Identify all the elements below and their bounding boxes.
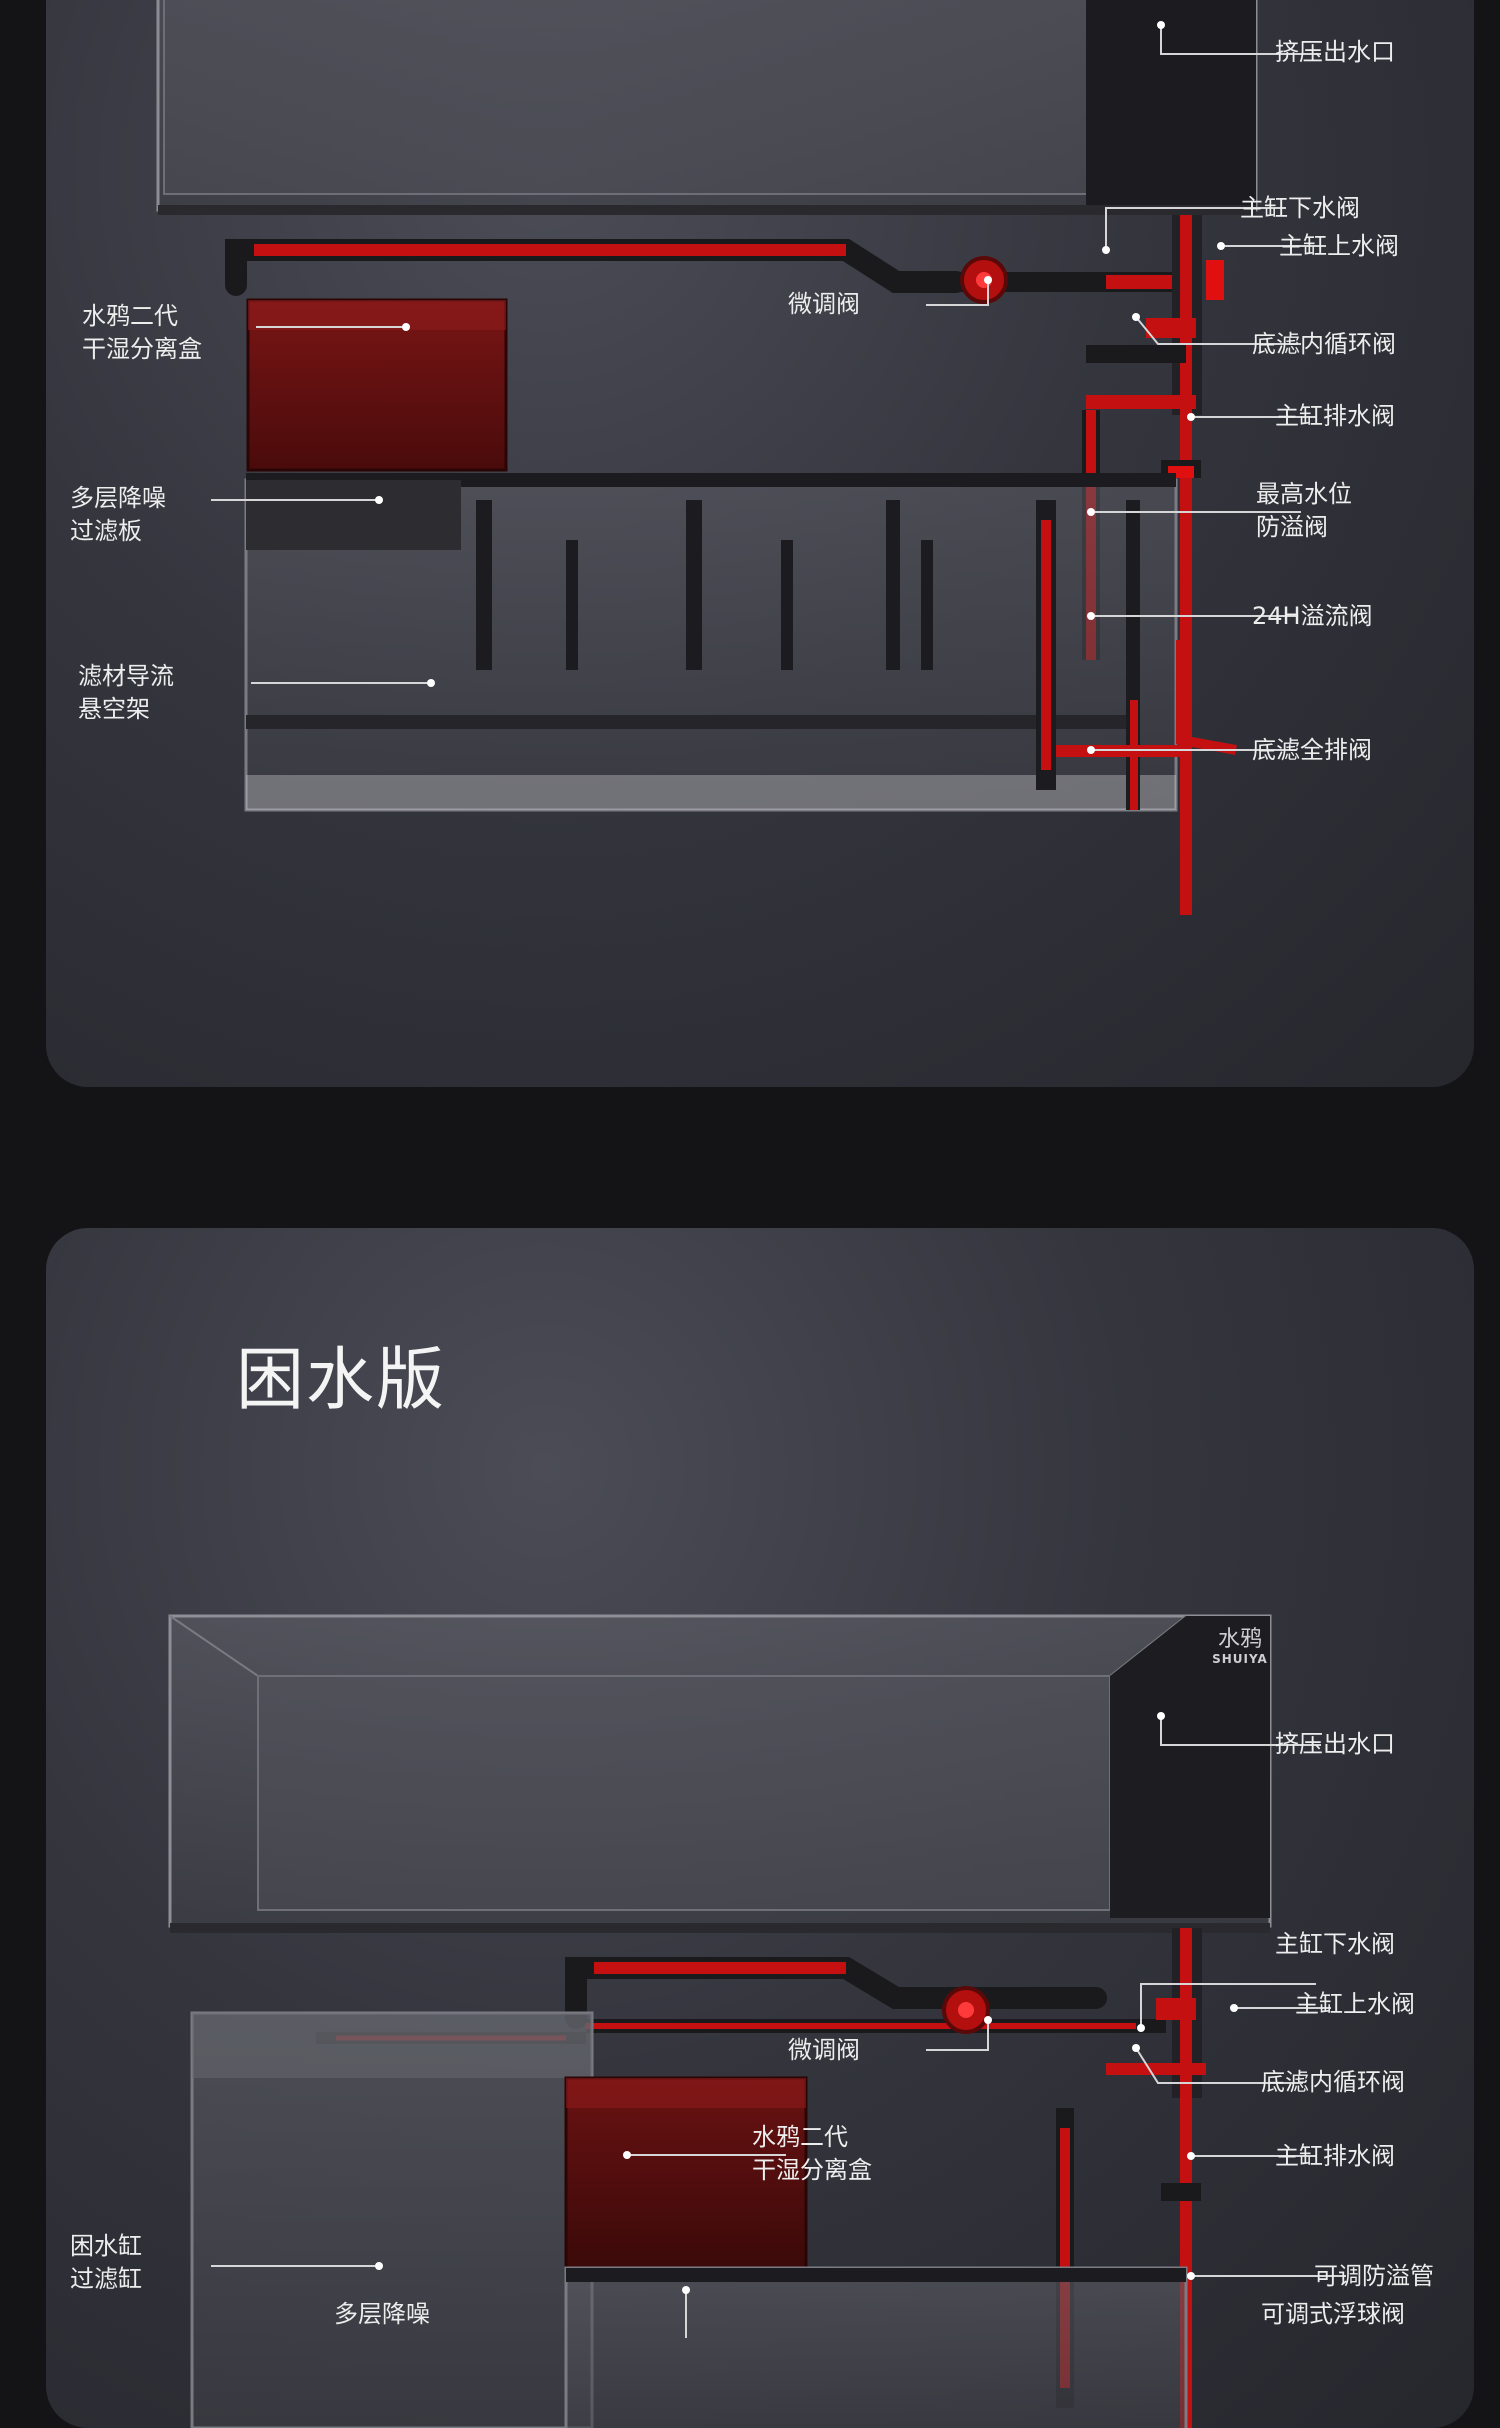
- brand-logo: 水鸦 SHUIYA: [1204, 1627, 1276, 1667]
- label-full-drain-valve: 底滤全排阀: [1252, 736, 1372, 764]
- brand-logo-cn: 水鸦: [1217, 1627, 1262, 1652]
- diagram-panel-trap-version: 困水版: [46, 1228, 1474, 2428]
- trap-tank: [190, 2011, 594, 2428]
- label-filter-board: 多层降噪: [334, 2300, 430, 2328]
- label-filter-board: 多层降噪 过滤板: [70, 484, 166, 545]
- label-float-valve: 可调式浮球阀: [1261, 2300, 1405, 2328]
- leader-lines: [211, 1716, 1346, 2338]
- leader-lines: [211, 25, 1326, 751]
- label-inner-cycle-valve: 底滤内循环阀: [1261, 2068, 1405, 2096]
- label-inner-cycle-valve: 底滤内循环阀: [1252, 330, 1396, 358]
- main-tank: [156, 0, 1258, 215]
- standard-diagram-illustration: [156, 0, 1326, 915]
- label-dry-wet-box: 水鸦二代 干湿分离盒: [752, 2123, 872, 2184]
- label-main-up-valve: 主缸上水阀: [1295, 1990, 1415, 2018]
- label-outlet: 挤压出水口: [1275, 38, 1395, 66]
- leader-dots: [375, 1712, 1238, 2294]
- fine-valve-shape: [942, 1986, 990, 2034]
- sump-tank: [244, 473, 1237, 812]
- label-anti-overflow-pipe: 可调防溢管: [1314, 2262, 1434, 2290]
- return-pipe: [225, 239, 1196, 296]
- label-overflow-24h: 24H溢流阀: [1252, 602, 1373, 630]
- label-main-drain-valve: 主缸排水阀: [1275, 2142, 1395, 2170]
- label-media-rack: 滤材导流 悬空架: [78, 662, 174, 723]
- label-fine-valve: 微调阀: [788, 290, 860, 318]
- label-outlet: 挤压出水口: [1275, 1730, 1395, 1758]
- diagram-panel-standard: 挤压出水口 主缸下水阀 主缸上水阀 微调阀 水鸦二代 干湿分离盒 底滤内循环阀 …: [46, 0, 1474, 1087]
- dry-wet-box: [246, 298, 508, 472]
- label-trap-tank: 困水缸 过滤缸: [70, 2232, 142, 2293]
- label-main-down-valve: 主缸下水阀: [1275, 1930, 1395, 1958]
- label-main-drain-valve: 主缸排水阀: [1275, 402, 1395, 430]
- brand-logo-en: SHUIYA: [1212, 1652, 1268, 1666]
- label-max-level-valve: 最高水位 防溢阀: [1256, 480, 1352, 541]
- main-tank: [168, 1614, 1272, 1933]
- sump-tank: [564, 2266, 1188, 2428]
- label-fine-valve: 微调阀: [788, 2036, 860, 2064]
- label-main-up-valve: 主缸上水阀: [1279, 232, 1399, 260]
- label-dry-wet-box: 水鸦二代 干湿分离盒: [82, 302, 202, 363]
- trap-diagram-illustration: [168, 1614, 1346, 2428]
- label-main-down-valve: 主缸下水阀: [1240, 194, 1360, 222]
- leader-dots: [375, 21, 1225, 754]
- panel-title: 困水版: [236, 1341, 447, 1420]
